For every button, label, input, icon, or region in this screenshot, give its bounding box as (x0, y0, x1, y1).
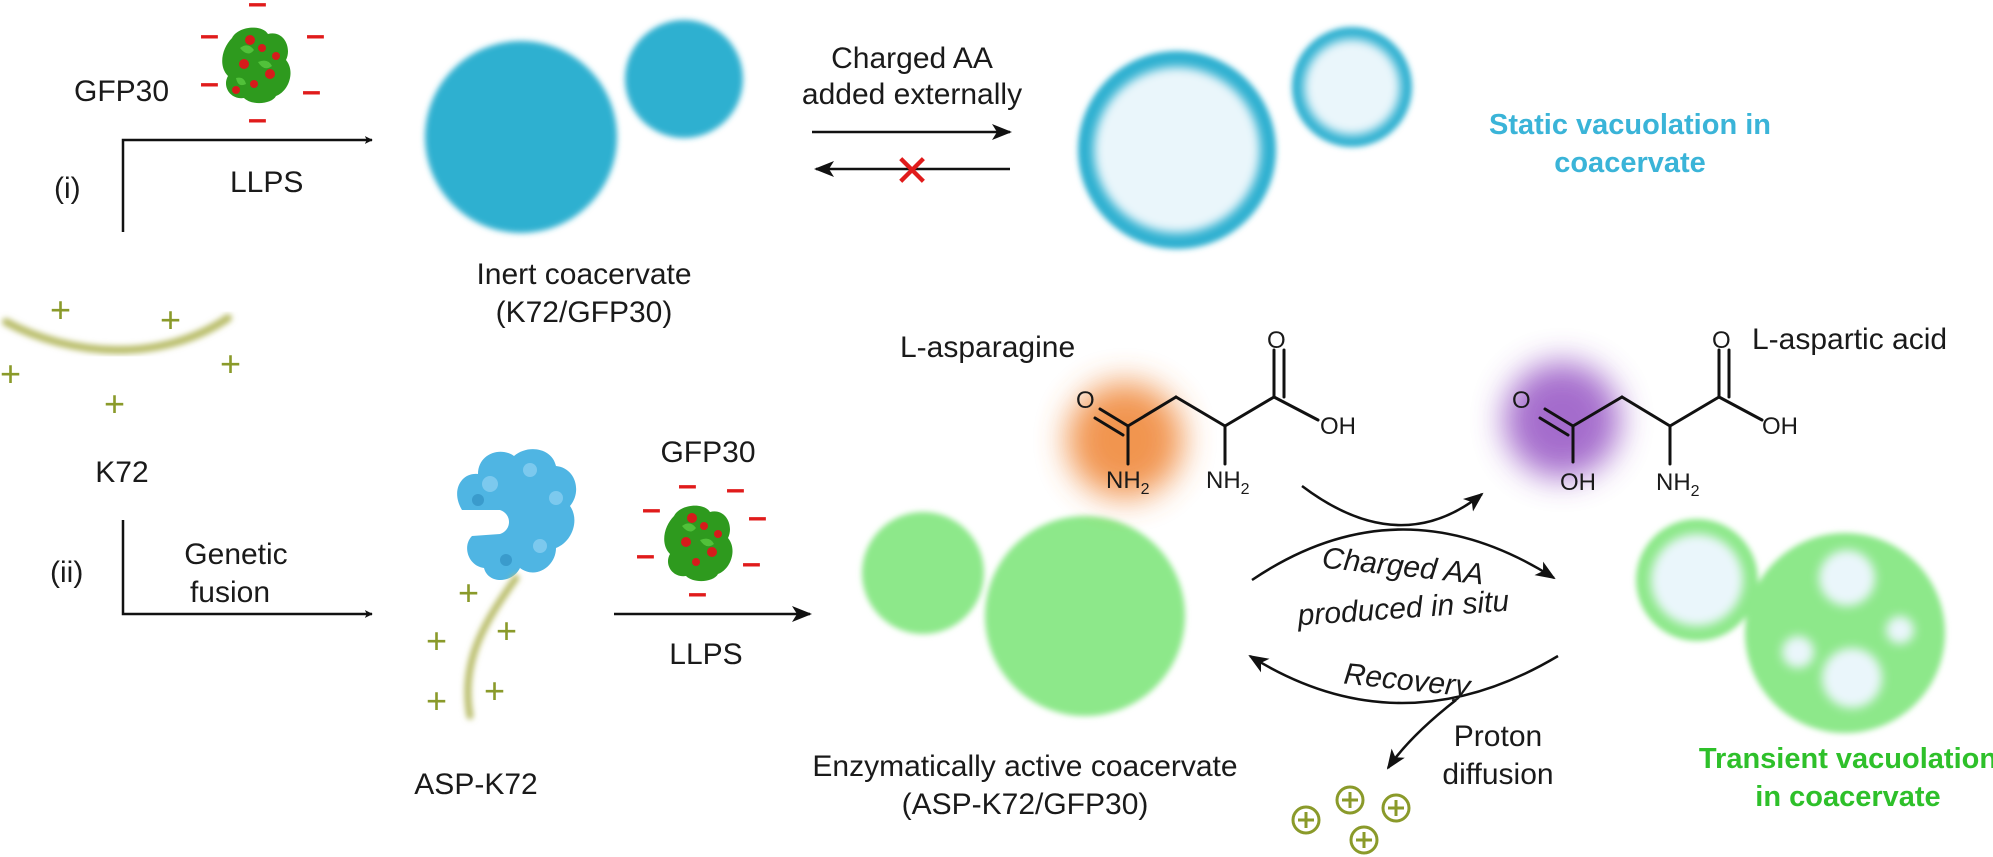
plus-charge: + (426, 680, 447, 721)
asp-k72-polymer-chain (464, 574, 520, 720)
charged-external-label-1: Charged AA (831, 42, 993, 75)
conversion-arrow (1301, 485, 1484, 527)
plus-charge: + (0, 353, 21, 394)
genetic-fusion-label-2: fusion (190, 576, 270, 609)
minus-charge: – (688, 574, 707, 612)
transient-vacuolation-label-2: in coacervate (1755, 781, 1940, 813)
static-vacuolation-label-1: Static vacuolation in (1489, 109, 1771, 141)
proton-diffusion-label-1: Proton (1454, 720, 1542, 753)
proton-icon (1381, 793, 1411, 823)
plus-charge: + (496, 610, 517, 651)
red-cross-icon: ✕ (894, 147, 931, 196)
llps-bottom-label: LLPS (669, 638, 742, 671)
active-droplet-small (862, 512, 984, 634)
genetic-fusion-label-1: Genetic (184, 538, 287, 571)
proton-diffusion-arrow (1386, 699, 1457, 770)
proton-symbols (1291, 785, 1411, 855)
proton-diffusion-label-2: diffusion (1442, 758, 1553, 791)
pathway-i-arrow (121, 136, 373, 232)
gfp30-protein-top (222, 27, 291, 104)
recovery-arrow (1248, 654, 1559, 705)
plus-charge: + (458, 572, 479, 613)
minus-charge: – (248, 0, 267, 22)
active-coacervate-droplets (862, 512, 1185, 716)
minus-charge: – (726, 470, 745, 508)
transient-vacuolation-label-1: Transient vacuolation (1699, 743, 1993, 775)
minus-charge: – (748, 498, 767, 536)
plus-charge: + (484, 670, 505, 711)
asn-amine-nh2: NH2 (1206, 467, 1250, 498)
llps-top-label: LLPS (230, 166, 303, 199)
minus-charge: – (248, 100, 267, 138)
asparagine-structure (1093, 348, 1320, 466)
asp-side-hydroxyl: OH (1560, 469, 1596, 496)
plus-charge: + (50, 289, 71, 330)
asp-amine-nh2: NH2 (1656, 469, 1700, 500)
pathway-ii-arrow (121, 520, 373, 618)
asp-enzyme-structure (457, 449, 577, 580)
transient-vacuolated-droplets (1636, 519, 1945, 733)
asp-hydroxyl: OH (1762, 413, 1798, 440)
gfp30-bottom-label: GFP30 (660, 436, 755, 469)
aspartic-acid-structure (1538, 348, 1764, 466)
minus-charge: – (200, 16, 219, 54)
plus-charge: + (426, 620, 447, 661)
minus-charge: – (302, 72, 321, 110)
inert-coacervate-droplets (425, 20, 743, 233)
minus-charge: – (636, 536, 655, 574)
k72-positive-charges: + + + + + (0, 289, 241, 424)
minus-charge: – (200, 64, 219, 102)
asn-hydroxyl: OH (1320, 413, 1356, 440)
charged-insitu-label-1: Charged AA (1321, 542, 1486, 592)
static-vacuolation-label-2: coacervate (1554, 147, 1706, 179)
asp-k72-positive-charges: + + + + + (426, 572, 517, 721)
plus-charge: + (160, 299, 181, 340)
inert-droplet-small (625, 20, 743, 138)
inert-coacervate-label-2: (K72/GFP30) (496, 296, 673, 329)
minus-charge: – (678, 466, 697, 504)
l-aspartic-acid-label: L-aspartic acid (1752, 323, 1947, 356)
charged-external-label-2: added externally (802, 78, 1022, 111)
plus-charge: + (220, 343, 241, 384)
pathway-ii-label: (ii) (50, 556, 83, 589)
k72-polymer-chain (2, 314, 232, 354)
asp-k72-label: ASP-K72 (414, 768, 537, 801)
asn-carboxyl-oxygen: O (1267, 327, 1286, 354)
charged-insitu-arrow (1251, 528, 1556, 582)
inert-coacervate-label-1: Inert coacervate (476, 258, 691, 291)
minus-charge: – (306, 16, 325, 54)
gfp30-negative-charges-top: – – – – – – (200, 0, 325, 138)
asp-oxygen: O (1512, 387, 1531, 414)
minus-charge: – (742, 544, 761, 582)
proton-icon (1291, 805, 1321, 835)
charged-insitu-label-2: produced in situ (1296, 585, 1511, 633)
minus-charge: – (642, 490, 661, 528)
l-asparagine-label: L-asparagine (900, 331, 1075, 364)
gfp30-negative-charges-bottom: – – – – – – – (636, 466, 767, 612)
asp-carboxyl-oxygen: O (1712, 327, 1731, 354)
gfp30-top-label: GFP30 (74, 75, 169, 108)
active-coacervate-label-2: (ASP-K72/GFP30) (902, 788, 1149, 821)
k72-label: K72 (95, 456, 148, 489)
pathway-i-label: (i) (54, 172, 81, 205)
proton-icon (1335, 785, 1365, 815)
static-vacuolated-droplets (1078, 27, 1412, 249)
proton-icon (1349, 825, 1379, 855)
gfp30-protein-bottom (664, 505, 733, 582)
active-coacervate-label-1: Enzymatically active coacervate (812, 750, 1237, 783)
active-droplet-large (985, 516, 1185, 716)
plus-charge: + (104, 383, 125, 424)
recovery-label: Recovery (1342, 658, 1473, 704)
inert-droplet-large (425, 41, 617, 233)
asn-oxygen: O (1076, 387, 1095, 414)
asn-amide-nh2: NH2 (1106, 467, 1150, 498)
